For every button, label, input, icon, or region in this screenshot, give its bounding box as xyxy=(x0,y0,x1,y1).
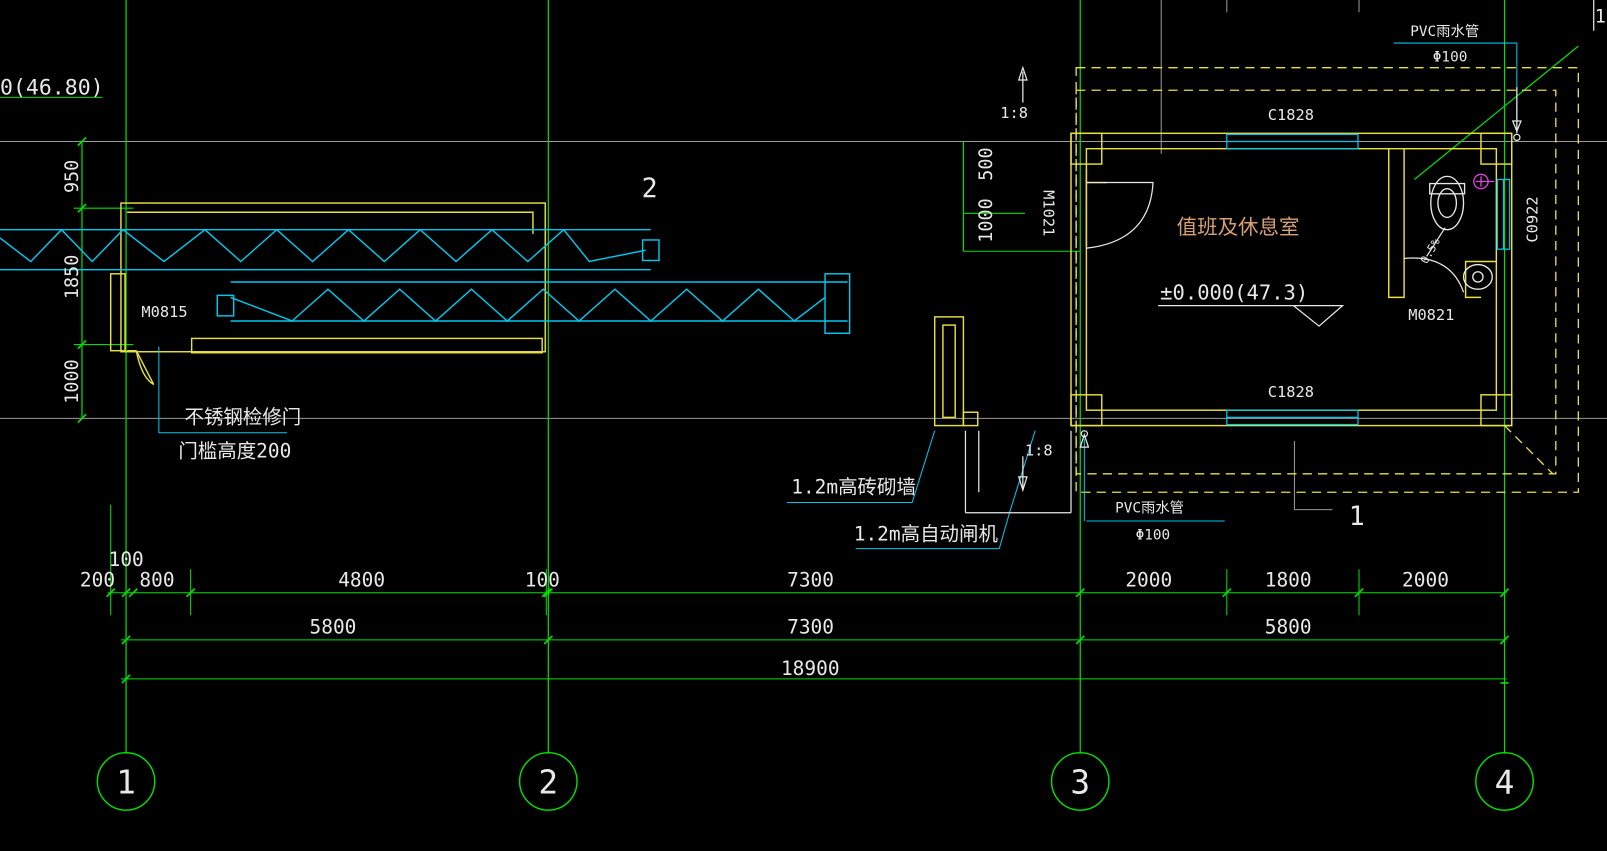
sink-icon xyxy=(1462,263,1493,290)
door-m1021-label: M1021 xyxy=(1039,190,1057,236)
pipe-dia-label-bottom: Φ100 xyxy=(1136,527,1171,543)
brick-wall-label: 1.2m高砖砌墙 xyxy=(791,475,916,498)
room-name-label: 值班及休息室 xyxy=(1177,215,1300,239)
axis-bubbles xyxy=(96,751,1534,811)
m0821-door-swing xyxy=(1404,257,1465,293)
gate-label: 1.2m高自动闸机 xyxy=(854,522,999,545)
dim-950-label: 950 xyxy=(62,160,83,193)
toilet-icon xyxy=(1430,175,1465,231)
dim-text: 100 xyxy=(109,548,144,571)
dim-text: 100 xyxy=(525,569,560,592)
window-c1828-top-label: C1828 xyxy=(1268,106,1314,124)
left-door-swing xyxy=(135,350,155,386)
axis-label-4: 4 xyxy=(1495,764,1515,802)
fixtures xyxy=(1429,175,1493,290)
pipe-dia-label-top: Φ100 xyxy=(1433,50,1468,66)
pvc-pipe-label-top: PVC雨水管 xyxy=(1410,23,1479,40)
arrows-markers xyxy=(964,0,1595,514)
vertical-dim-guides xyxy=(73,207,1081,346)
room-elevation-label: ±0.000(47.3) xyxy=(1160,280,1308,304)
dim-text: 7300 xyxy=(787,616,834,639)
axis-bubble-3[interactable] xyxy=(1050,751,1110,811)
dim-text: 2000 xyxy=(1402,569,1449,592)
floor-drain-icon xyxy=(1473,173,1495,190)
section-mark-1: 1 xyxy=(1349,501,1365,532)
door-note-line2: 门槛高度200 xyxy=(178,439,291,462)
axis-label-1: 1 xyxy=(116,764,136,802)
axis-label-3: 3 xyxy=(1070,764,1090,802)
roof-outline xyxy=(1075,67,1580,493)
section-mark-2: 2 xyxy=(642,173,658,204)
axis-lines xyxy=(81,0,1579,754)
slope-label-bottom: 1:8 xyxy=(1025,441,1053,459)
dimension-ticks xyxy=(77,136,1510,684)
room-windows xyxy=(1226,133,1511,426)
dim-text: 1800 xyxy=(1265,569,1312,592)
dim-total-text: 18900 xyxy=(781,657,840,680)
window-c1828-bottom-label: C1828 xyxy=(1268,383,1314,401)
elevation-triangle xyxy=(1293,304,1345,327)
pvc-pipe-label-bottom: PVC雨水管 xyxy=(1115,500,1184,517)
room-doors xyxy=(1086,181,1465,293)
axis-bubble-4[interactable] xyxy=(1475,751,1534,811)
dim-text: 4800 xyxy=(338,569,385,592)
axis-bubble-1[interactable] xyxy=(96,751,156,811)
corner-mark-label: 1 xyxy=(1595,7,1606,28)
dim-1000-label: 1000 xyxy=(62,359,83,403)
gate-structures xyxy=(0,228,851,335)
dim-text: 5800 xyxy=(310,616,357,639)
door-m0821-label: M0821 xyxy=(1408,306,1454,324)
dim-text: 200 xyxy=(80,569,115,592)
window-c0922-label: C0922 xyxy=(1523,196,1541,242)
door-m0815-label: M0815 xyxy=(141,303,187,321)
m1021-door-swing xyxy=(1086,181,1154,249)
elevation-left-label: 0(46.80) xyxy=(0,75,104,100)
dim-text: 5800 xyxy=(1265,616,1312,639)
dim-500-label: 500 xyxy=(976,147,997,180)
left-walls xyxy=(109,202,979,427)
slope-label-top: 1:8 xyxy=(1000,104,1028,122)
dim-text: 7300 xyxy=(787,569,834,592)
dim-text: 2000 xyxy=(1125,569,1172,592)
dim-1000-mid-label: 1000 xyxy=(976,198,997,242)
dim-text: 800 xyxy=(139,569,174,592)
axis-label-2: 2 xyxy=(538,764,558,802)
dim-1850-label: 1850 xyxy=(62,255,83,299)
axis-bubble-2[interactable] xyxy=(518,751,578,811)
door-note-line1: 不锈钢检修门 xyxy=(184,406,301,429)
